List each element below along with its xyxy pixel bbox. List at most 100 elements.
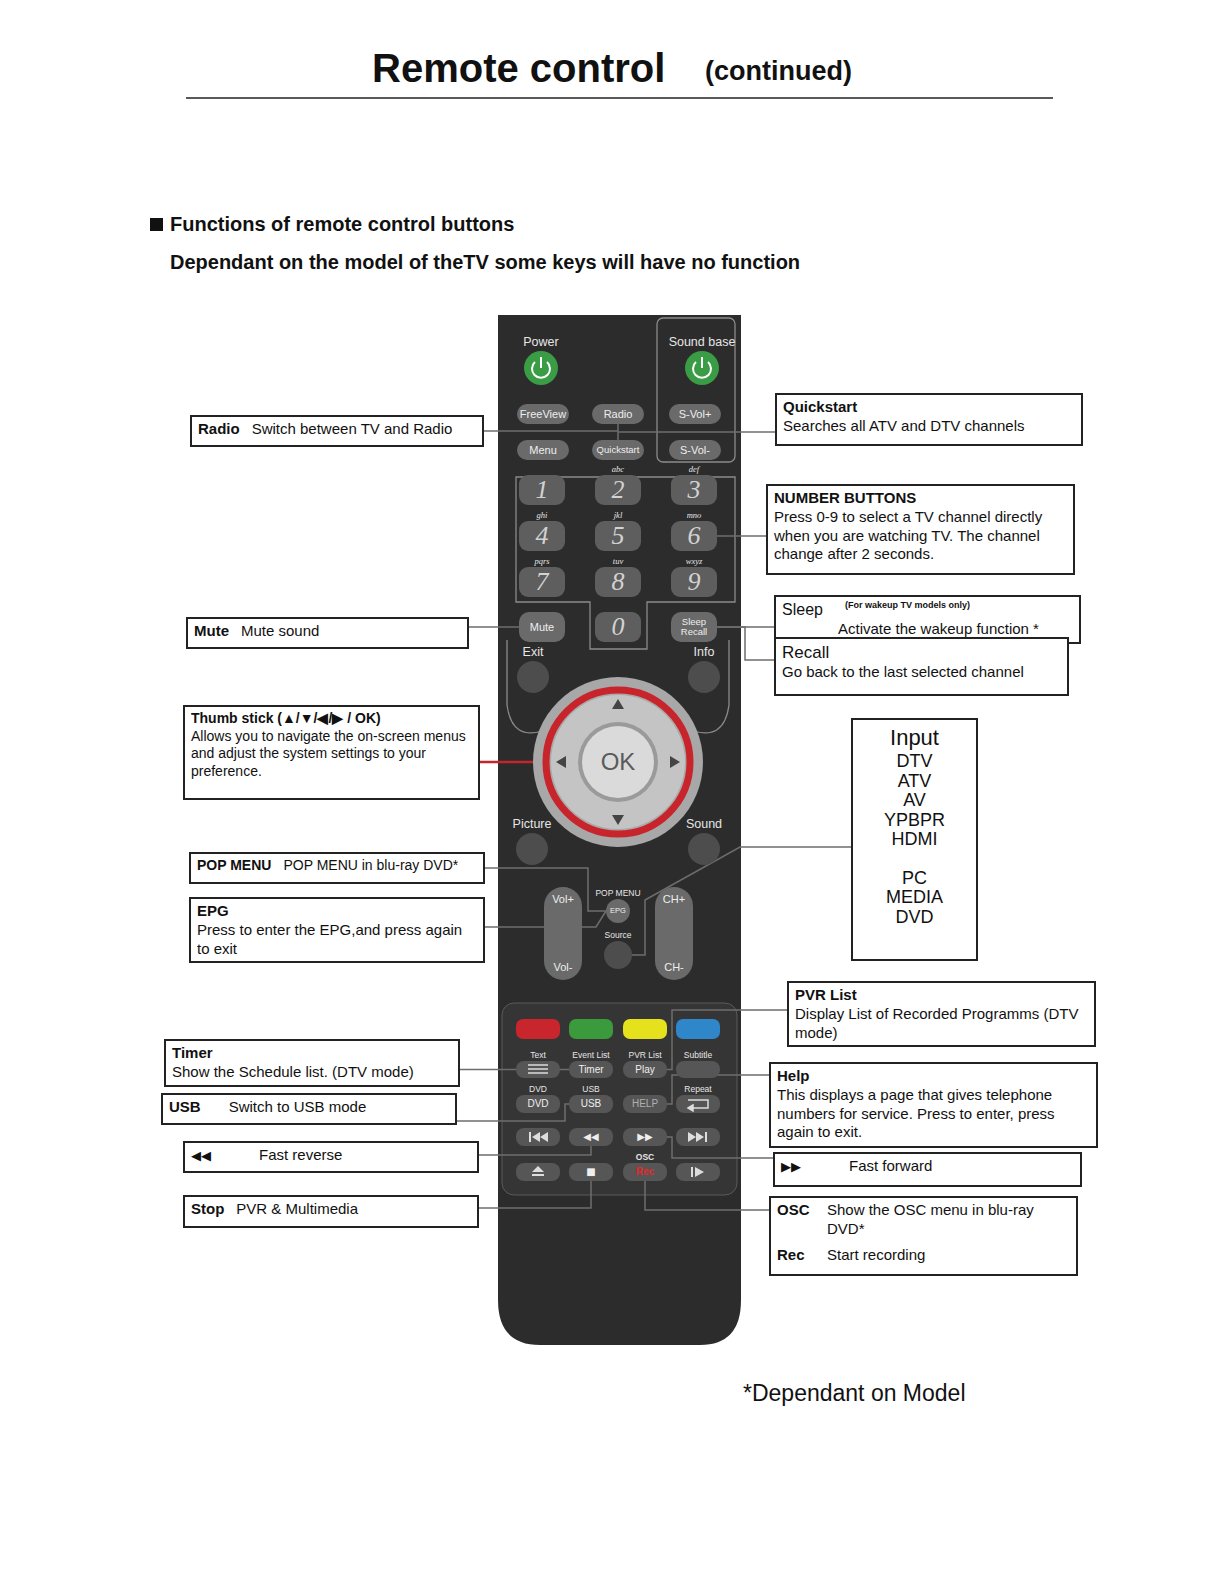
- callout-heading: ▶▶: [781, 1159, 801, 1174]
- remote-button: 1: [519, 475, 565, 505]
- remote-body: [498, 315, 741, 1345]
- remote-body: [498, 315, 741, 1345]
- button-label: Quickstart: [597, 445, 640, 455]
- callout-text: Press to enter the EPG,and press again t…: [197, 921, 477, 959]
- button-label: CH-: [664, 962, 684, 973]
- remote-button: TimerEvent List: [569, 1061, 613, 1078]
- button-label: ◀◀: [583, 1132, 598, 1142]
- thumb-stick: [551, 695, 685, 829]
- button-label: 8: [612, 569, 625, 595]
- transport-icons: [529, 1132, 531, 1142]
- title-rule: [186, 98, 1053, 99]
- remote-button: 3def: [671, 475, 717, 505]
- callout-text: Fast forward: [849, 1157, 932, 1174]
- leader-line: [479, 1181, 591, 1208]
- remote-button: Info: [688, 661, 720, 693]
- button-label: Power: [523, 336, 558, 349]
- callout-heading: NUMBER BUTTONS: [774, 489, 1067, 508]
- callout-box: OSCShow the OSC menu in blu-ray DVD*RecS…: [769, 1196, 1078, 1276]
- button-label: Exit: [523, 646, 544, 659]
- callout-text: Switch to USB mode: [229, 1098, 367, 1115]
- remote-button: Sound: [688, 833, 720, 865]
- button-label: jkl: [614, 511, 623, 520]
- callout-box: EPGPress to enter the EPG,and press agai…: [189, 897, 485, 963]
- callout-box: StopPVR & Multimedia: [183, 1195, 479, 1228]
- repeat-icon: [688, 1105, 693, 1111]
- button-label: 6: [688, 523, 701, 549]
- repeat-icon: [688, 1100, 708, 1111]
- button-label: Text: [530, 1051, 546, 1060]
- callout-box: ◀◀Fast reverse: [183, 1141, 479, 1173]
- button-label: USB: [582, 1085, 599, 1094]
- power-icon: [532, 362, 550, 378]
- button-label: PVR List: [628, 1051, 661, 1060]
- callout-box: Mute Mute sound: [186, 617, 469, 649]
- text-icon: [528, 1068, 548, 1070]
- transport-icons: [691, 1167, 693, 1177]
- button-label: mno: [687, 511, 702, 520]
- remote-button: 6mno: [671, 521, 717, 551]
- button-label: 3: [688, 477, 701, 503]
- callout-text: DTV: [857, 752, 972, 772]
- button-label: Sound: [686, 818, 722, 831]
- callout-text: Go back to the last selected channel: [782, 663, 1061, 682]
- button-label: OSC: [636, 1153, 654, 1162]
- button-label: CH+: [663, 894, 685, 905]
- remote-button: S-Vol+: [669, 404, 721, 424]
- button-label: def: [689, 465, 699, 474]
- transport-icons: [532, 1166, 544, 1172]
- button-label: ghi: [537, 511, 548, 520]
- button-label: 9: [688, 569, 701, 595]
- remote-button: Vol+Vol-: [544, 887, 582, 980]
- button-label: pqrs: [534, 557, 549, 566]
- remote-button: Text: [516, 1061, 560, 1078]
- callout-box: PVR ListDisplay List of Recorded Program…: [787, 981, 1096, 1047]
- lower-panel: [502, 1003, 737, 1195]
- callout-box: USBSwitch to USB mode: [161, 1093, 457, 1125]
- callout-box: Thumb stick (▲/▼/◀/▶ / OK)Allows you to …: [183, 705, 480, 800]
- button-label: 0: [612, 614, 625, 640]
- callout-box: POP MENUPOP MENU in blu-ray DVD*: [189, 852, 485, 884]
- callout-text: This displays a page that gives telephon…: [777, 1086, 1090, 1142]
- callout-box: TimerShow the Schedule list. (DTV mode): [164, 1039, 460, 1087]
- title-rule: [186, 97, 1053, 99]
- remote-button: 2abc: [595, 475, 641, 505]
- button-label: FreeView: [520, 409, 566, 420]
- remote-button: ◀◀: [569, 1128, 613, 1146]
- thumb-stick: [670, 756, 680, 768]
- callout-text: Start recording: [827, 1246, 1052, 1265]
- button-label: Sound base: [669, 336, 736, 349]
- leader-line: [480, 761, 533, 764]
- button-label: Picture: [513, 818, 552, 831]
- callout-text: Display List of Recorded Programms (DTV …: [795, 1005, 1088, 1043]
- callout-heading: Mute: [194, 622, 229, 639]
- callout-heading: Input: [857, 724, 972, 752]
- callout-text: Press 0-9 to select a TV channel directl…: [774, 508, 1067, 564]
- callout-text: PC: [857, 869, 972, 889]
- panel-outline: [657, 318, 735, 462]
- button-label: ▶▶: [637, 1132, 652, 1142]
- section-heading: Functions of remote control buttons: [170, 213, 514, 236]
- footnote: *Dependant on Model: [743, 1380, 966, 1407]
- button-label: Menu: [529, 445, 557, 456]
- button-label: Mute: [530, 622, 554, 633]
- remote-button: 4ghi: [519, 521, 565, 551]
- button-label: ■: [586, 1167, 595, 1177]
- remote-button: Picture: [516, 833, 548, 865]
- power-icon: [532, 357, 711, 378]
- panel-outline: [507, 318, 735, 733]
- thumb-stick: [533, 677, 703, 847]
- callout-text: Switch between TV and Radio: [252, 420, 453, 437]
- button-label: HELP: [632, 1099, 658, 1109]
- callout-text: MEDIA: [857, 888, 972, 908]
- button-label: Rec: [636, 1167, 654, 1177]
- callout-text: Allows you to navigate the on-screen men…: [191, 728, 472, 781]
- button-label: Sleep Recall: [671, 617, 717, 637]
- remote-button: Mute: [519, 612, 565, 642]
- callout-text: Mute sound: [241, 622, 319, 639]
- remote-button: 0: [595, 612, 641, 642]
- remote-button: RecOSC: [623, 1163, 667, 1181]
- callout-heading: Quickstart: [783, 398, 1075, 417]
- leader-line: [717, 627, 774, 660]
- callout-text: POP MENU in blu-ray DVD*: [283, 857, 458, 873]
